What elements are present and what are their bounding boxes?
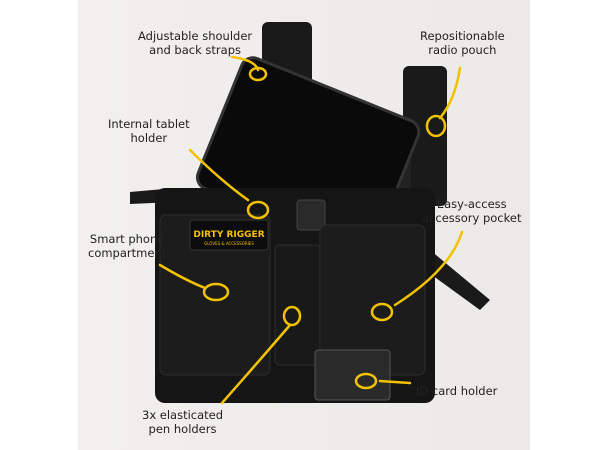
right-strap <box>403 66 447 206</box>
brand-logo-patch <box>189 219 269 251</box>
side-strap-right <box>425 250 490 310</box>
callout-lines <box>158 55 464 405</box>
label-straps: Adjustable shoulder and back straps <box>138 29 253 57</box>
label-pen-holders: 3x elasticated pen holders <box>142 408 224 436</box>
phone-pocket <box>159 214 271 376</box>
label-tablet-holder: Internal tablet holder <box>108 117 190 145</box>
label-accessory-pocket: Easy-access accessory pocket <box>422 197 522 225</box>
id-holder-window <box>314 349 391 401</box>
label-phone-compartment: Smart phone compartment <box>88 232 167 260</box>
svg-text:DIRTY RIGGER: DIRTY RIGGER <box>193 230 264 240</box>
svg-text:GLOVES & ACCESSORIES: GLOVES & ACCESSORIES <box>204 241 254 246</box>
label-radio-pouch: Repositionable radio pouch <box>420 29 505 57</box>
pen-holders <box>274 244 321 366</box>
label-id-holder: ID card holder <box>416 384 498 398</box>
buckle <box>296 199 326 231</box>
